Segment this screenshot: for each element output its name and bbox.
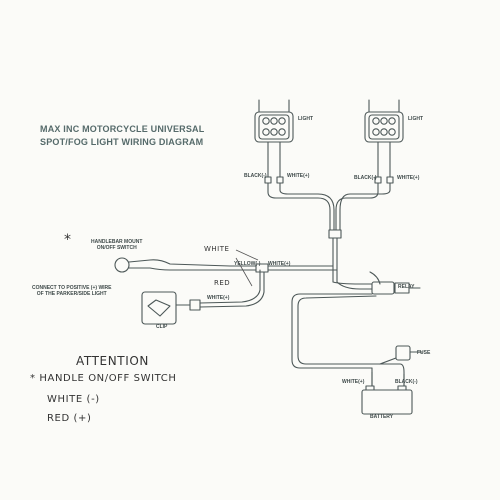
asterisk-mark: * (64, 232, 72, 248)
relay-icon (371, 281, 395, 295)
handlebar-switch-label: HANDLEBAR MOUNT ON/OFF SWITCH (91, 239, 143, 251)
white-plus-mid-label: WHITE(+) (268, 261, 291, 267)
note-line-2: WHITE (-) (47, 394, 100, 405)
battery-white-label: WHITE(+) (342, 379, 365, 385)
handwritten-red: RED (214, 279, 231, 287)
fuse-label: FUSE (417, 350, 431, 356)
battery-label: BATTERY (370, 414, 394, 420)
note-line-3: RED (+) (47, 413, 92, 424)
light-right-label: LIGHT (408, 116, 423, 122)
white-left-label: WHITE(+) (287, 173, 310, 179)
light-left-label: LIGHT (298, 116, 313, 122)
handwritten-white: WHITE (204, 245, 230, 253)
black-left-label: BLACK(-) (244, 173, 267, 179)
black-right-label: BLACK(-) (354, 175, 377, 181)
yellow-label: YELLOW(-) (234, 261, 261, 267)
clip-icon (141, 291, 177, 325)
connect-positive-label: CONNECT TO POSITIVE (+) WIRE OF THE PARK… (32, 285, 112, 297)
fuse-icon (395, 345, 411, 361)
title-line-2: SPOT/FOG LIGHT WIRING DIAGRAM (40, 137, 204, 147)
light-left-icon (254, 99, 294, 155)
light-right-icon (364, 99, 404, 155)
title-line-1: MAX INC MOTORCYCLE UNIVERSAL (40, 124, 205, 134)
relay-label: RELAY (398, 284, 415, 290)
white-right-label: WHITE(+) (397, 175, 420, 181)
battery-icon (361, 371, 413, 415)
battery-black-label: BLACK(-) (395, 379, 418, 385)
attention-heading: ATTENTION (76, 354, 149, 368)
note-line-1: * HANDLE ON/OFF SWITCH (30, 373, 177, 384)
switch-icon (114, 257, 130, 273)
clip-label: CLIP (156, 324, 168, 330)
white-plus-clip-label: WHITE(+) (207, 295, 230, 301)
